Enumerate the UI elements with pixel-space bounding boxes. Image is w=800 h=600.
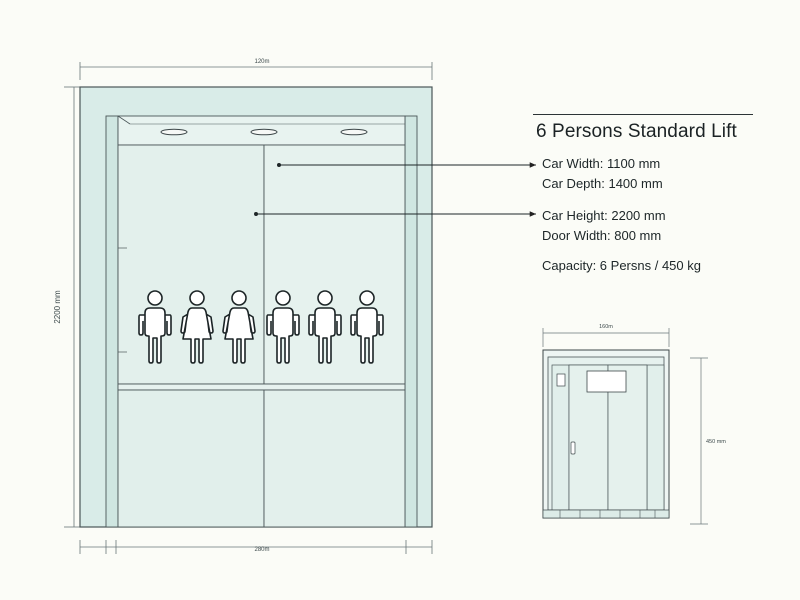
spec-car-depth: Car Depth: 1400 mm — [542, 176, 663, 191]
spec-car-width: Car Width: 1100 mm — [542, 156, 661, 171]
plan-door-handle — [570, 441, 576, 455]
male-figure-icon — [308, 290, 342, 364]
spec-door-width: Door Width: 800 mm — [542, 228, 662, 243]
plan-dimension-right-label: 450 mm — [706, 439, 726, 445]
ceiling-light — [340, 128, 368, 136]
dimension-left — [64, 86, 80, 528]
ceiling-lights — [160, 128, 368, 136]
male-figure-icon — [138, 290, 172, 364]
occupant-figures — [138, 290, 384, 364]
dimension-top-label: 120m — [254, 59, 269, 65]
spec-capacity: Capacity: 6 Persns / 450 kg — [542, 258, 701, 273]
plan-indicator-panel — [586, 370, 627, 393]
dimension-bottom — [79, 540, 433, 554]
ceiling-light — [160, 128, 188, 136]
dimension-left-label: 2200 mm — [53, 290, 62, 324]
right-jamb — [404, 115, 418, 528]
plan-control-panel — [556, 373, 566, 387]
lift-title: 6 Persons Standard Lift — [536, 121, 737, 142]
dimension-bottom-label: 280m — [254, 547, 269, 553]
spec-car-height: Car Height: 2200 mm — [542, 208, 666, 223]
male-figure-icon — [266, 290, 300, 364]
plan-dimension-top-label: 160m — [599, 324, 613, 330]
plan-view: 160m 450 mm — [542, 324, 726, 525]
dimension-top — [79, 62, 433, 80]
plan-dimension-right — [690, 357, 708, 525]
male-figure-icon — [350, 290, 384, 364]
front-view: 120m 2200 mm 280m — [53, 59, 536, 554]
lower-right-panel — [263, 389, 406, 528]
plan-right-wall — [646, 364, 665, 511]
female-figure-icon — [180, 290, 214, 364]
plan-sill — [542, 509, 670, 519]
handrail — [117, 383, 406, 391]
title-rule — [533, 114, 753, 115]
ceiling-light — [250, 128, 278, 136]
plan-left-wall — [551, 364, 570, 511]
female-figure-icon — [222, 290, 256, 364]
lower-left-panel — [117, 389, 265, 528]
left-jamb — [105, 115, 119, 528]
plan-dimension-top — [542, 328, 670, 347]
